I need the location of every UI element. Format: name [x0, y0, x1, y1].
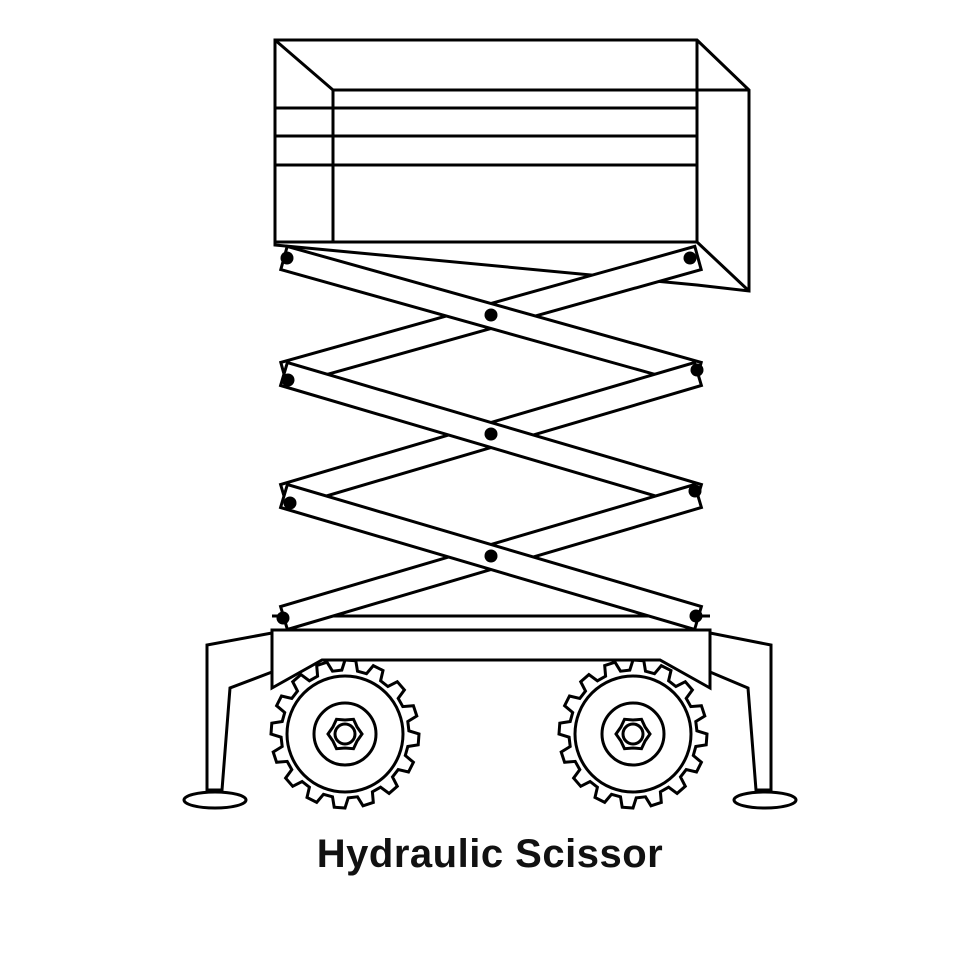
pivot-pin: [484, 549, 498, 563]
pivot-pin: [281, 373, 295, 387]
right-outrigger: [709, 631, 798, 810]
pivot-pin: [683, 251, 697, 265]
left-outrigger: [182, 631, 273, 810]
pivot-pin: [283, 496, 297, 510]
scissor-arms: [276, 244, 704, 632]
pivot-pin: [689, 609, 703, 623]
pivot-pin: [690, 363, 704, 377]
rim-outer: [285, 674, 405, 794]
tire: [269, 658, 421, 810]
hub-center: [333, 722, 357, 746]
hub-center: [621, 722, 645, 746]
chassis: [270, 614, 712, 691]
hub-nut: [614, 717, 652, 751]
pivot-pin: [484, 308, 498, 322]
tire: [557, 658, 709, 810]
hub-nut: [326, 717, 364, 751]
right-wheel: [557, 658, 709, 810]
platform-box: [273, 38, 751, 293]
pivot-pin: [280, 251, 294, 265]
rim-outer: [573, 674, 693, 794]
rim-inner: [600, 701, 666, 767]
pivot-pin: [484, 427, 498, 441]
pivot-pin: [276, 611, 290, 625]
rim-inner: [312, 701, 378, 767]
caption: Hydraulic Scissor: [316, 832, 664, 876]
left-wheel: [269, 658, 421, 810]
pivot-pin: [688, 484, 702, 498]
